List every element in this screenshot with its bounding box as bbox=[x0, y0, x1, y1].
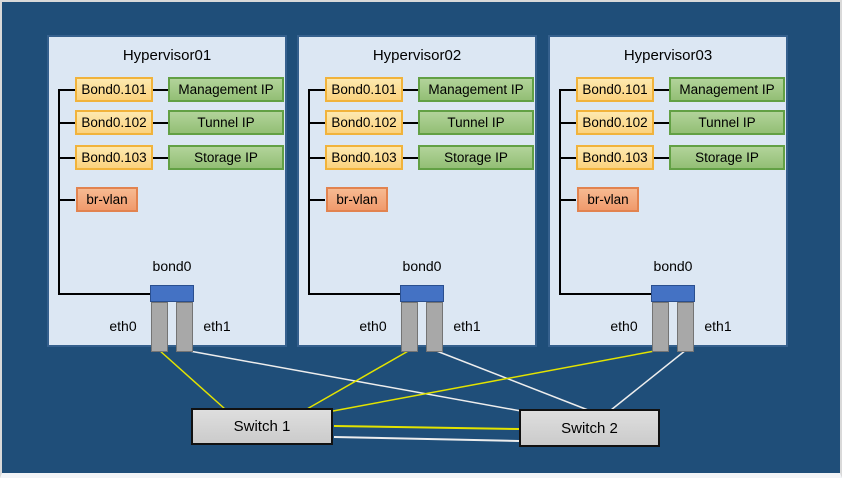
bridge-vlan-box: br-vlan bbox=[326, 187, 388, 212]
link-hypervisor03-eth1-to-switch2 bbox=[610, 349, 687, 411]
vlan-interface-box: Bond0.102 bbox=[576, 110, 654, 135]
connector-line bbox=[559, 199, 576, 201]
connector-line-to-bond bbox=[308, 293, 400, 295]
role-ip-box: Management IP bbox=[168, 77, 284, 102]
hypervisor03-box: Hypervisor03 Bond0.101 Management IP Bon… bbox=[548, 35, 788, 352]
vlan-interface-box: Bond0.101 bbox=[325, 77, 403, 102]
hypervisor02-title: Hypervisor02 bbox=[372, 47, 462, 64]
connector-line bbox=[58, 89, 75, 91]
connector-line bbox=[308, 122, 325, 124]
link-hypervisor02-eth1-to-switch2 bbox=[433, 349, 589, 411]
connector-line bbox=[559, 157, 576, 159]
role-ip-box: Tunnel IP bbox=[418, 110, 534, 135]
role-ip-box: Tunnel IP bbox=[168, 110, 284, 135]
role-ip-box: Storage IP bbox=[669, 145, 785, 170]
nic-eth0 bbox=[151, 302, 168, 352]
vlan-interface-box: Bond0.103 bbox=[576, 145, 654, 170]
connector-line bbox=[58, 157, 75, 159]
hypervisor03-title: Hypervisor03 bbox=[623, 47, 713, 64]
vlan-interface-box: Bond0.101 bbox=[75, 77, 153, 102]
role-ip-box: Storage IP bbox=[168, 145, 284, 170]
connector-line bbox=[308, 89, 325, 91]
connector-trunk-line bbox=[308, 89, 310, 294]
hypervisor01-box: Hypervisor01 Bond0.101 Management IP Bon… bbox=[47, 35, 287, 352]
connector-line bbox=[654, 89, 669, 91]
connector-line bbox=[403, 122, 418, 124]
bond0-label: bond0 bbox=[653, 258, 693, 274]
hypervisor01-title: Hypervisor01 bbox=[122, 47, 212, 64]
vlan-interface-box: Bond0.103 bbox=[75, 145, 153, 170]
connector-line-to-bond bbox=[58, 293, 150, 295]
connector-line bbox=[654, 157, 669, 159]
hypervisor02-box: Hypervisor02 Bond0.101 Management IP Bon… bbox=[297, 35, 537, 352]
eth1-label: eth1 bbox=[203, 318, 231, 334]
role-ip-box: Storage IP bbox=[418, 145, 534, 170]
connector-line bbox=[559, 122, 576, 124]
connector-line bbox=[58, 122, 75, 124]
link-hypervisor01-eth0-to-switch1 bbox=[158, 349, 226, 410]
bond0-box bbox=[400, 285, 444, 302]
connector-line bbox=[153, 122, 168, 124]
bond0-box bbox=[150, 285, 194, 302]
connector-line bbox=[308, 199, 325, 201]
connector-trunk-line bbox=[559, 89, 561, 294]
connector-line bbox=[403, 89, 418, 91]
link-switch1-to-switch2 bbox=[333, 425, 520, 430]
connector-line bbox=[308, 157, 325, 159]
switch2-box: Switch 2 bbox=[519, 409, 660, 447]
role-ip-box: Management IP bbox=[669, 77, 785, 102]
nic-eth0 bbox=[401, 302, 418, 352]
connector-line bbox=[654, 122, 669, 124]
vlan-interface-box: Bond0.102 bbox=[75, 110, 153, 135]
connector-line bbox=[559, 89, 576, 91]
connector-trunk-line bbox=[58, 89, 60, 294]
switch1-label: Switch 1 bbox=[233, 418, 291, 435]
bridge-vlan-box: br-vlan bbox=[577, 187, 639, 212]
eth0-label: eth0 bbox=[109, 318, 137, 334]
nic-eth0 bbox=[652, 302, 669, 352]
nic-eth1 bbox=[677, 302, 694, 352]
switch1-box: Switch 1 bbox=[191, 408, 333, 445]
bond0-box bbox=[651, 285, 695, 302]
connector-line bbox=[153, 157, 168, 159]
vlan-interface-box: Bond0.103 bbox=[325, 145, 403, 170]
eth1-label: eth1 bbox=[453, 318, 481, 334]
eth0-label: eth0 bbox=[610, 318, 638, 334]
nic-eth1 bbox=[176, 302, 193, 352]
eth1-label: eth1 bbox=[704, 318, 732, 334]
bridge-vlan-box: br-vlan bbox=[76, 187, 138, 212]
bond0-label: bond0 bbox=[402, 258, 442, 274]
switch2-label: Switch 2 bbox=[561, 419, 618, 437]
connector-line bbox=[403, 157, 418, 159]
link-hypervisor01-eth1-to-switch2 bbox=[183, 349, 522, 412]
role-ip-box: Management IP bbox=[418, 77, 534, 102]
vlan-interface-box: Bond0.102 bbox=[325, 110, 403, 135]
link-hypervisor03-eth0-to-switch1 bbox=[332, 349, 661, 412]
role-ip-box: Tunnel IP bbox=[669, 110, 785, 135]
vlan-interface-box: Bond0.101 bbox=[576, 77, 654, 102]
link-switch1-to-switch2 bbox=[333, 436, 520, 442]
connector-line bbox=[153, 89, 168, 91]
connector-line bbox=[58, 199, 75, 201]
connector-line-to-bond bbox=[559, 293, 651, 295]
link-hypervisor02-eth0-to-switch1 bbox=[306, 349, 411, 410]
bond0-label: bond0 bbox=[152, 258, 192, 274]
eth0-label: eth0 bbox=[359, 318, 387, 334]
nic-eth1 bbox=[426, 302, 443, 352]
